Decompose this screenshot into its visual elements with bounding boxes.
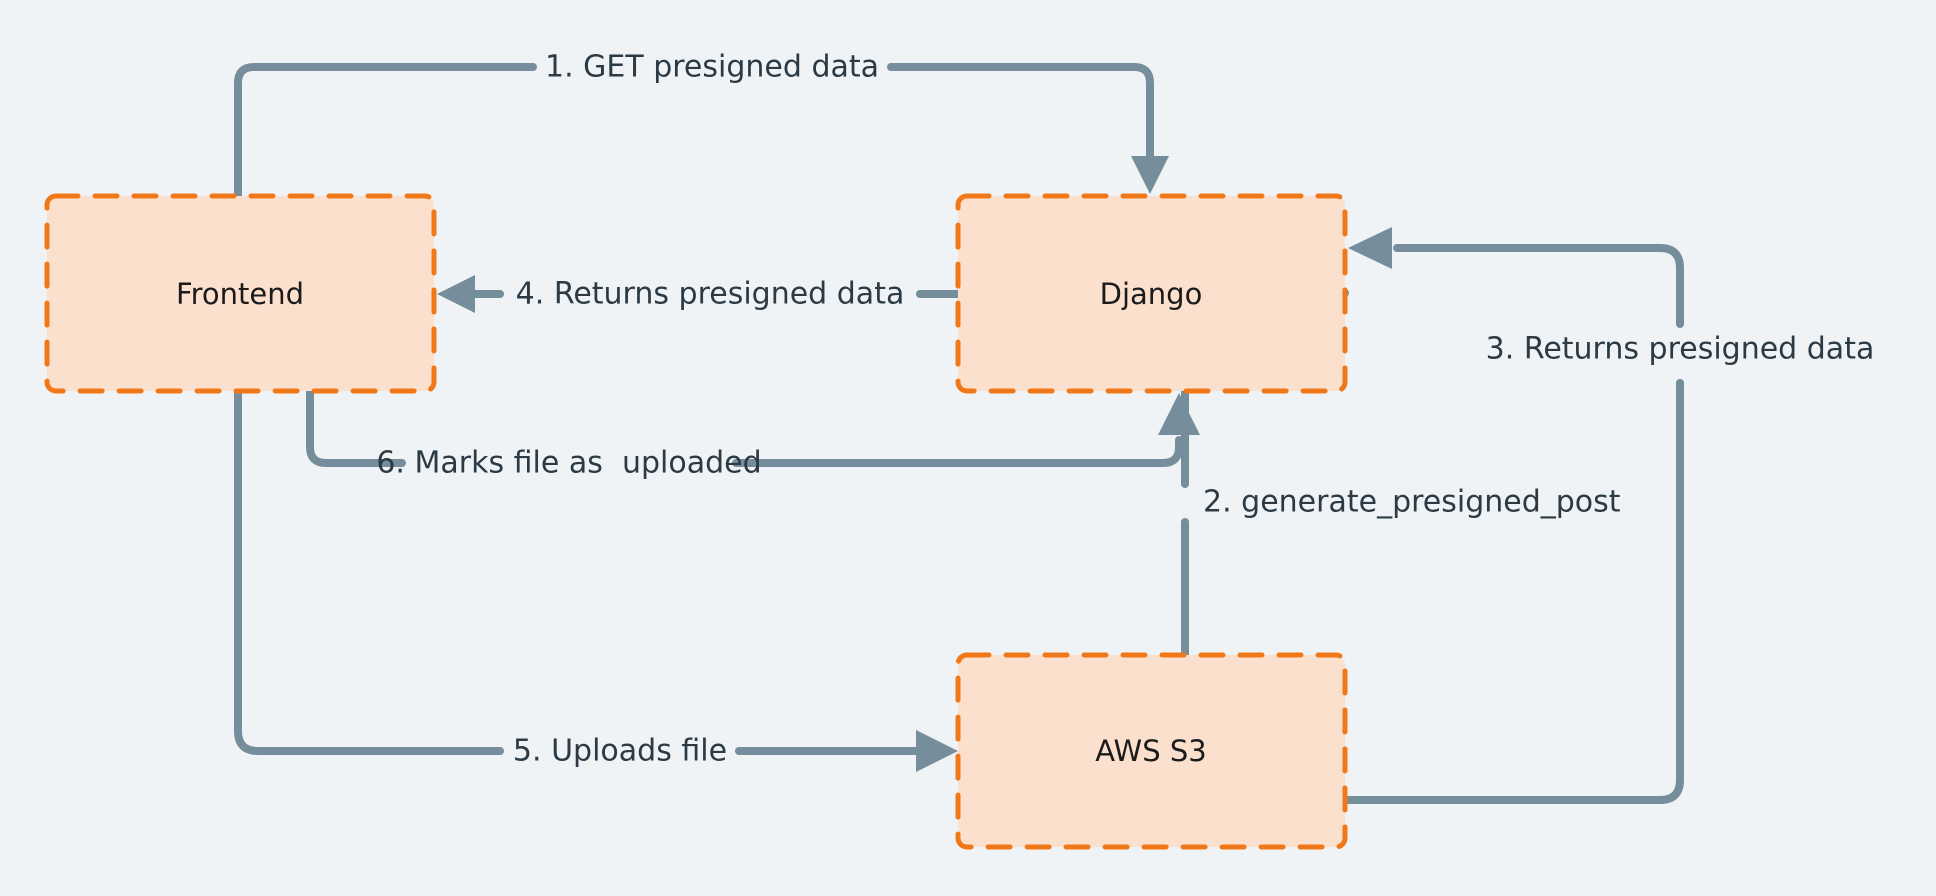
edge-step6-segment-right2 [732, 436, 1183, 467]
edge-step1-segment-left [234, 63, 537, 200]
edge-step6-arrowhead [1158, 393, 1200, 435]
edge-step2-label: 2. generate_presigned_post [1203, 485, 1621, 520]
edge-step1-arrowhead [1131, 156, 1169, 194]
edge-step3-segment-upper [1393, 244, 1684, 328]
edge-step6 [306, 387, 1200, 467]
edge-step1-segment-right [887, 63, 1154, 167]
edge-step4-label: 4. Returns presigned data [516, 277, 905, 312]
node-aws-s3-label: AWS S3 [1095, 734, 1206, 768]
edge-step1-label: 1. GET presigned data [545, 50, 879, 85]
edge-step5 [234, 387, 958, 772]
node-frontend-box[interactable] [44, 193, 437, 394]
edge-step3-arrowhead [1348, 227, 1392, 269]
edge-step6-segment-left [306, 387, 406, 467]
edge-step4 [437, 275, 962, 313]
edge-step4-arrowhead [437, 275, 475, 313]
node-frontend-label: Frontend [176, 277, 304, 311]
edge-step5-segment-left [234, 387, 504, 755]
edge-step3 [1341, 227, 1684, 804]
edge-step3-label: 3. Returns presigned data [1486, 332, 1875, 367]
node-aws-s3-box[interactable] [955, 652, 1348, 850]
edge-step3-segment-lower [1341, 379, 1684, 804]
node-django[interactable]: Django [955, 193, 1348, 394]
edge-step5-label: 5. Uploads file [513, 734, 727, 769]
node-aws-s3[interactable]: AWS S3 [955, 652, 1348, 850]
node-django-label: Django [1100, 277, 1203, 311]
edge-step6-label: 6. Marks file as uploaded [376, 446, 761, 481]
node-frontend[interactable]: Frontend [44, 193, 437, 394]
edge-step1 [234, 63, 1169, 200]
node-django-box[interactable] [955, 193, 1348, 394]
edge-step5-arrowhead [916, 730, 958, 772]
